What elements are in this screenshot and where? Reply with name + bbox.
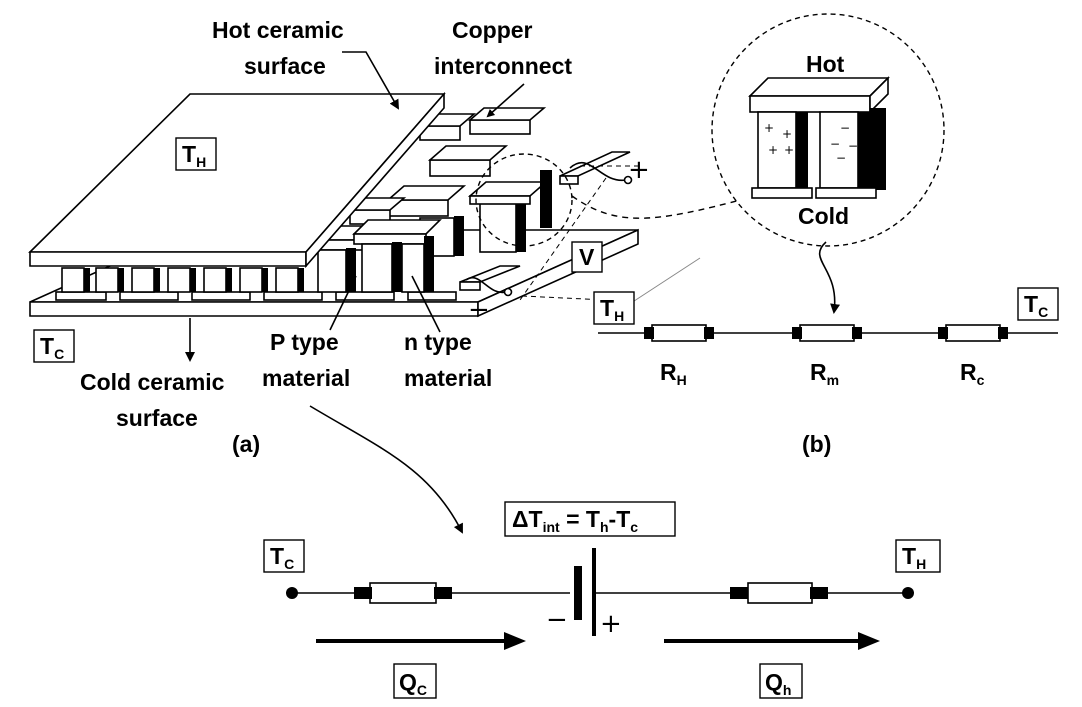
curved-arrow xyxy=(309,405,463,534)
source-plate-short xyxy=(574,566,582,620)
p-type-label-1: P type xyxy=(270,329,339,355)
detail-ellipse xyxy=(475,153,573,247)
tc-node xyxy=(286,587,298,599)
rh-label: RH xyxy=(660,359,687,388)
th-label-c: TH xyxy=(902,543,926,572)
qh-box xyxy=(759,663,803,699)
p-sign-4: + xyxy=(784,143,794,157)
hot-surface-label-2: surface xyxy=(244,53,326,79)
voltage-box xyxy=(571,241,603,273)
cold-surface-label-1: Cold ceramic xyxy=(80,369,225,395)
tc-label-c: TC xyxy=(270,543,294,572)
tc-label-b: TC xyxy=(1024,291,1048,320)
equivalent-circuit: ΔTint = Th-Tc − + TC TH QC Qh xyxy=(263,405,941,699)
n-sign-3: − xyxy=(848,139,858,153)
resistor-right xyxy=(747,582,813,604)
inset-top-plate xyxy=(748,77,890,97)
hot-surface-arrow xyxy=(342,51,399,110)
n-type-pointer xyxy=(411,275,441,333)
tec-module-drawing: TH TC V + − Hot ceramic surface Copper i… xyxy=(28,17,771,457)
qc-arrow-head xyxy=(504,632,526,650)
caption-a: (a) xyxy=(232,431,260,457)
tc-box-c xyxy=(263,539,305,573)
inset-arrow xyxy=(818,241,841,314)
inset-hot-label: Hot xyxy=(806,51,845,77)
th-box-a xyxy=(175,137,217,171)
th-box-b xyxy=(593,291,635,325)
qc-label: QC xyxy=(399,669,427,698)
voltage-label: V xyxy=(579,244,595,270)
cold-plate-front xyxy=(29,301,479,317)
detail-connector xyxy=(571,191,771,219)
p-sign-1: + xyxy=(764,121,774,135)
minus-sign-a: − xyxy=(468,295,490,325)
qh-arrow-head xyxy=(858,632,880,650)
delta-t-label: ΔTint = Th-Tc xyxy=(512,506,638,535)
hot-plate-side xyxy=(305,91,445,269)
resistor-network: TH TC RH Rm Rc (b) xyxy=(593,257,1059,457)
terminals xyxy=(459,151,640,301)
cold-surface-label-2: surface xyxy=(116,405,198,431)
rm-label: Rm xyxy=(810,359,839,388)
front-leg-row xyxy=(61,267,304,293)
inset-cold-label: Cold xyxy=(798,203,849,229)
plus-sign-a: + xyxy=(628,155,650,185)
source-plate-long xyxy=(592,548,596,636)
couple-inset: + + + + − − − − Hot Cold xyxy=(711,13,945,314)
copper-label-1: Copper xyxy=(452,17,533,43)
rc-label: Rc xyxy=(960,359,985,388)
copper-label-2: interconnect xyxy=(434,53,572,79)
resistor-rm xyxy=(799,324,855,342)
p-type-label-2: material xyxy=(262,365,350,391)
n-sign-4: − xyxy=(836,151,846,165)
p-sign-3: + xyxy=(768,143,778,157)
n-type-label-2: material xyxy=(404,365,492,391)
th-node xyxy=(902,587,914,599)
delta-t-box xyxy=(504,501,676,537)
n-sign-1: − xyxy=(840,121,850,135)
resistor-rh xyxy=(651,324,707,342)
n-type-label-1: n type xyxy=(404,329,472,355)
tc-label-a: TC xyxy=(40,333,64,362)
resistor-rc xyxy=(945,324,1001,342)
tc-box-b xyxy=(1017,287,1059,321)
hot-surface-label-1: Hot ceramic xyxy=(212,17,344,43)
caption-b: (b) xyxy=(802,431,831,457)
hot-plate-front xyxy=(29,251,307,267)
resistor-left xyxy=(369,582,437,604)
th-label-b: TH xyxy=(600,295,624,324)
copper-arrow xyxy=(486,83,525,118)
tc-box-a xyxy=(33,329,75,363)
n-sign-2: − xyxy=(830,137,840,151)
th-label-a: TH xyxy=(182,141,206,170)
th-box-c xyxy=(895,539,941,573)
source-minus: − xyxy=(546,605,568,635)
source-plus: + xyxy=(600,609,622,639)
p-type-pointer xyxy=(329,275,357,331)
qc-box xyxy=(393,663,437,699)
qh-label: Qh xyxy=(765,669,791,698)
p-sign-2: + xyxy=(782,127,792,141)
exposed-legs xyxy=(309,107,552,293)
